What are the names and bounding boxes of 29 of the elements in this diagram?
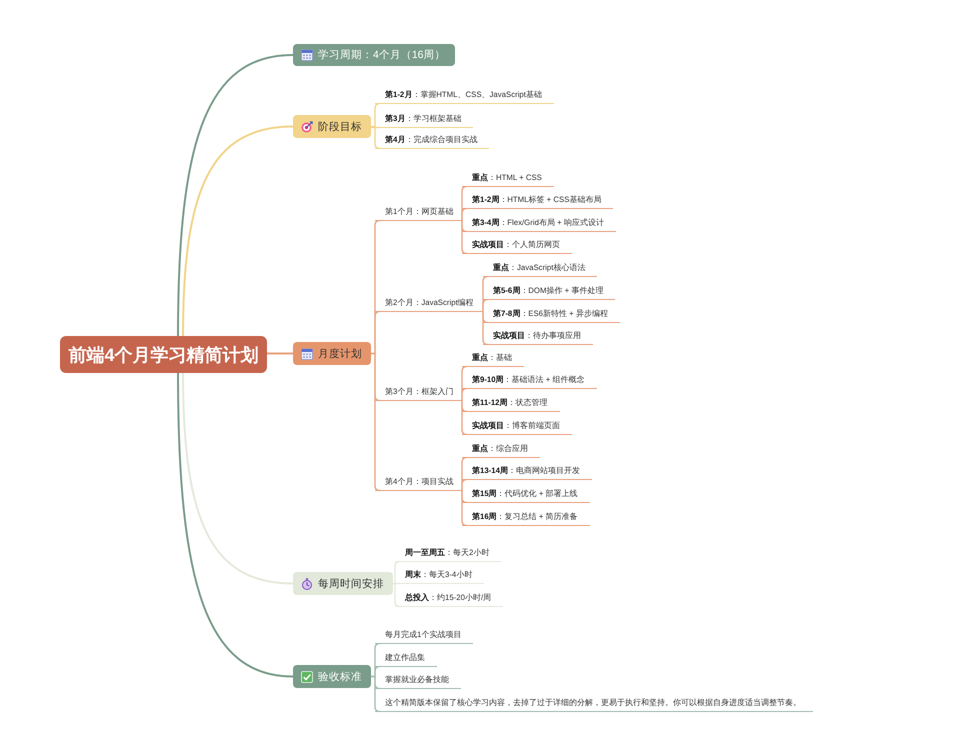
connector-line bbox=[461, 220, 468, 254]
connector-line bbox=[177, 54, 294, 336]
connector-line bbox=[177, 372, 294, 678]
topic-text: 验收标准 bbox=[318, 670, 362, 684]
connector-line bbox=[461, 400, 468, 436]
connector-line bbox=[461, 478, 468, 492]
connector-line bbox=[371, 676, 380, 712]
connector-line bbox=[371, 126, 380, 150]
connector-line bbox=[371, 352, 380, 492]
topic-box bbox=[293, 342, 371, 365]
connector-line bbox=[461, 388, 468, 402]
connector-line bbox=[482, 298, 488, 312]
topic-box bbox=[293, 572, 393, 595]
topic-text: 月度计划 bbox=[318, 346, 362, 360]
topic-box bbox=[293, 115, 371, 138]
topic-box bbox=[293, 44, 455, 66]
connector-line bbox=[461, 208, 468, 222]
topic-text: 学习周期：4个月（16周） bbox=[318, 48, 446, 62]
connector-line bbox=[182, 372, 294, 584]
connector-line bbox=[393, 560, 400, 584]
topic-text: 阶段目标 bbox=[318, 120, 362, 134]
topic-box bbox=[293, 665, 371, 688]
topic-text: 每周时间安排 bbox=[318, 576, 384, 590]
connector-line bbox=[482, 310, 488, 346]
connector-line bbox=[461, 490, 468, 526]
connector-line bbox=[182, 126, 294, 336]
connector-line bbox=[267, 352, 293, 354]
connector-line bbox=[393, 582, 400, 608]
central-topic-box: 前端4个月学习精简计划 bbox=[60, 336, 267, 373]
